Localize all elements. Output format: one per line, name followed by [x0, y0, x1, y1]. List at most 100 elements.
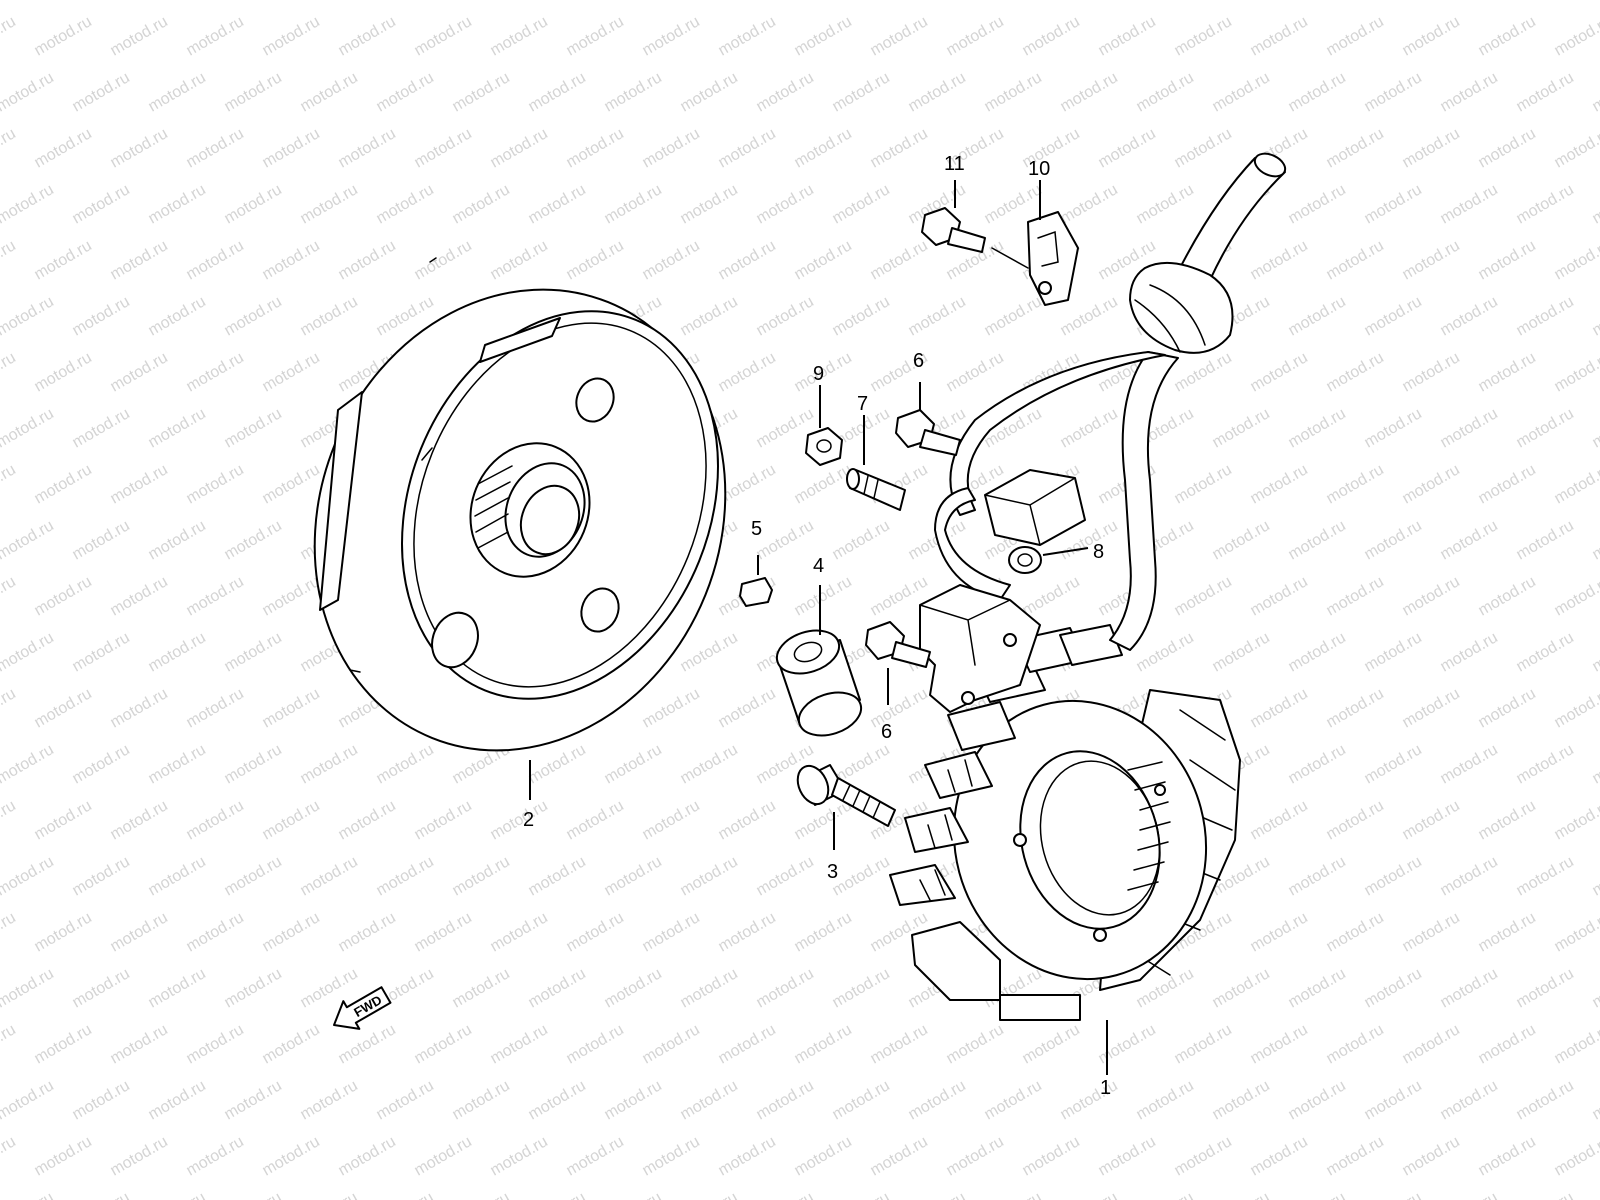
- watermark-text: motod.ru: [1438, 69, 1501, 115]
- watermark-text: motod.ru: [70, 965, 133, 1011]
- watermark-text: motod.ru: [1324, 1133, 1387, 1179]
- watermark-text: motod.ru: [0, 685, 19, 731]
- watermark-text: motod.ru: [1058, 1077, 1121, 1123]
- watermark-text: motod.ru: [1400, 461, 1463, 507]
- watermark-text: motod.ru: [1020, 573, 1083, 619]
- watermark-text: motod.ru: [260, 1133, 323, 1179]
- watermark-text: motod.ru: [1286, 181, 1349, 227]
- watermark-text: motod.ru: [1400, 573, 1463, 619]
- watermark-text: motod.ru: [1362, 853, 1425, 899]
- watermark-text: motod.ru: [716, 685, 779, 731]
- watermark-text: motod.ru: [0, 797, 19, 843]
- watermark-text: motod.ru: [754, 517, 817, 563]
- watermark-text: motod.ru: [830, 517, 893, 563]
- watermark-text: motod.ru: [868, 1021, 931, 1067]
- watermark-text: motod.ru: [1552, 13, 1600, 59]
- watermark-text: motod.ru: [222, 69, 285, 115]
- watermark-text: motod.ru: [450, 1077, 513, 1123]
- watermark-text: motod.ru: [374, 741, 437, 787]
- watermark-text: motod.ru: [412, 797, 475, 843]
- watermark-text: motod.ru: [1552, 1133, 1600, 1179]
- watermark-text: motod.ru: [1172, 125, 1235, 171]
- watermark-text: motod.ru: [602, 853, 665, 899]
- watermark-text: motod.ru: [1362, 293, 1425, 339]
- watermark-text: motod.ru: [1514, 1077, 1577, 1123]
- watermark-text: motod.ru: [260, 237, 323, 283]
- watermark-text: motod.ru: [944, 1021, 1007, 1067]
- watermark-text: motod.ru: [222, 853, 285, 899]
- watermark-text: motod.ru: [0, 237, 19, 283]
- watermark-text: motod.ru: [754, 1189, 817, 1200]
- watermark-text: motod.ru: [298, 0, 361, 3]
- watermark-text: motod.ru: [716, 1133, 779, 1179]
- watermark-text: motod.ru: [678, 293, 741, 339]
- watermark-text: motod.ru: [298, 1189, 361, 1200]
- watermark-text: motod.ru: [868, 13, 931, 59]
- watermark-text: motod.ru: [336, 909, 399, 955]
- callout-nut: 9: [813, 363, 824, 385]
- watermark-text: motod.ru: [374, 181, 437, 227]
- watermark-text: motod.ru: [1476, 1021, 1539, 1067]
- watermark-text: motod.ru: [526, 853, 589, 899]
- watermark-text: motod.ru: [1552, 909, 1600, 955]
- watermark-text: motod.ru: [830, 69, 893, 115]
- screw-upper: [895, 409, 961, 456]
- watermark-text: motod.ru: [1286, 965, 1349, 1011]
- watermark-text: motod.ru: [1590, 181, 1600, 227]
- watermark-text: motod.ru: [1362, 741, 1425, 787]
- watermark-text: motod.ru: [1324, 237, 1387, 283]
- watermark-text: motod.ru: [1438, 741, 1501, 787]
- watermark-text: motod.ru: [830, 853, 893, 899]
- watermark-text: motod.ru: [1476, 461, 1539, 507]
- watermark-text: motod.ru: [336, 13, 399, 59]
- watermark-text: motod.ru: [716, 1021, 779, 1067]
- watermark-text: motod.ru: [450, 69, 513, 115]
- watermark-text: motod.ru: [792, 1133, 855, 1179]
- watermark-text: motod.ru: [792, 797, 855, 843]
- watermark-text: motod.ru: [1362, 1189, 1425, 1200]
- watermark-text: motod.ru: [678, 741, 741, 787]
- watermark-text: motod.ru: [1172, 573, 1235, 619]
- watermark-text: motod.ru: [906, 293, 969, 339]
- watermark-text: motod.ru: [1362, 405, 1425, 451]
- watermark-text: motod.ru: [0, 1133, 19, 1179]
- watermark-text: motod.ru: [0, 13, 19, 59]
- watermark-text: motod.ru: [526, 69, 589, 115]
- watermark-text: motod.ru: [1400, 797, 1463, 843]
- watermark-text: motod.ru: [792, 13, 855, 59]
- callout-stator: 1: [1100, 1077, 1111, 1099]
- watermark-text: motod.ru: [1324, 685, 1387, 731]
- watermark-text: motod.ru: [1058, 1189, 1121, 1200]
- watermark-text: motod.ru: [108, 237, 171, 283]
- pickup-coil-lower: [919, 584, 1041, 713]
- watermark-text: motod.ru: [640, 125, 703, 171]
- watermark-text: motod.ru: [374, 1189, 437, 1200]
- watermark-text: motod.ru: [260, 461, 323, 507]
- watermark-text: motod.ru: [374, 853, 437, 899]
- watermark-text: motod.ru: [678, 0, 741, 3]
- watermark-text: motod.ru: [1210, 1077, 1273, 1123]
- watermark-text: motod.ru: [184, 13, 247, 59]
- callout-stud: 7: [857, 393, 868, 415]
- watermark-text: motod.ru: [526, 1189, 589, 1200]
- watermark-text: motod.ru: [1552, 125, 1600, 171]
- watermark-text: motod.ru: [0, 517, 57, 563]
- watermark-text: motod.ru: [1514, 629, 1577, 675]
- watermark-text: motod.ru: [108, 1133, 171, 1179]
- watermark-text: motod.ru: [146, 69, 209, 115]
- watermark-text: motod.ru: [184, 909, 247, 955]
- watermark-text: motod.ru: [412, 1021, 475, 1067]
- woodruff-key: [739, 577, 773, 607]
- watermark-text: motod.ru: [868, 237, 931, 283]
- watermark-text: motod.ru: [70, 293, 133, 339]
- watermark-text: motod.ru: [1438, 293, 1501, 339]
- watermark-text: motod.ru: [412, 237, 475, 283]
- watermark-text: motod.ru: [184, 797, 247, 843]
- watermark-text: motod.ru: [70, 1189, 133, 1200]
- watermark-text: motod.ru: [0, 629, 57, 675]
- watermark-text: motod.ru: [0, 1077, 57, 1123]
- watermark-text: motod.ru: [1590, 1189, 1600, 1200]
- watermark-text: motod.ru: [1058, 0, 1121, 3]
- watermark-text: motod.ru: [830, 293, 893, 339]
- watermark-text: motod.ru: [298, 69, 361, 115]
